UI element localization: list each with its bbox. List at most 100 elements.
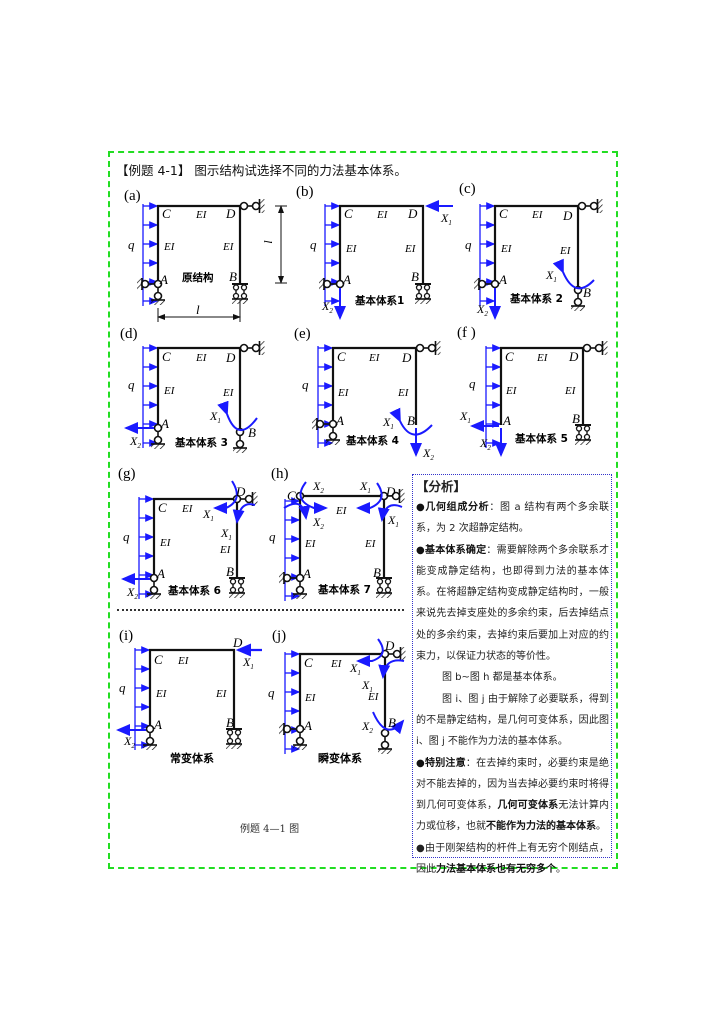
svg-text:X1: X1 xyxy=(349,661,361,677)
section-divider xyxy=(117,609,404,611)
svg-text:EI: EI xyxy=(219,544,232,556)
svg-text:D: D xyxy=(225,350,236,365)
analysis-box: 【分析】 ●几何组成分析：图 a 结构有两个多余联系，为 2 次超静定结构。 ●… xyxy=(412,474,612,875)
svg-text:(b): (b) xyxy=(296,184,314,200)
svg-text:C: C xyxy=(505,349,514,364)
svg-text:(c): (c) xyxy=(459,181,476,197)
svg-text:EI: EI xyxy=(564,385,577,397)
svg-text:EI: EI xyxy=(330,658,343,670)
example-frame-border xyxy=(108,151,618,869)
figure-d: (d) X2 X1 C EI D q EI EI A B 基本体系 3 xyxy=(120,326,266,454)
svg-text:D: D xyxy=(562,208,573,223)
svg-text:D: D xyxy=(235,484,246,499)
svg-text:A: A xyxy=(153,717,162,732)
svg-text:C: C xyxy=(344,206,353,221)
svg-text:D: D xyxy=(401,350,412,365)
svg-text:D: D xyxy=(385,484,396,499)
svg-text:(d): (d) xyxy=(120,326,138,342)
svg-text:q: q xyxy=(128,377,135,392)
svg-text:EI: EI xyxy=(195,209,208,221)
svg-text:B: B xyxy=(229,269,237,284)
svg-text:C: C xyxy=(162,206,171,221)
svg-text:EI: EI xyxy=(222,387,235,399)
svg-text:(j): (j) xyxy=(272,628,286,644)
svg-text:X1: X1 xyxy=(361,678,373,694)
svg-text:EI: EI xyxy=(397,387,410,399)
analysis-b-to-h: 图 b~图 h 都是基本体系。 xyxy=(442,672,563,684)
svg-text:EI: EI xyxy=(404,243,417,255)
svg-text:EI: EI xyxy=(536,352,549,364)
svg-text:X1: X1 xyxy=(209,409,221,425)
example-title: 【例题 4-1】 图示结构试选择不同的力法基本体系。 xyxy=(116,163,407,178)
svg-text:l: l xyxy=(196,302,200,317)
analysis-i-j: 图 i、图 j 由于解除了必要联系，得到的不是静定结构，是几何可变体系，因此图 … xyxy=(416,693,609,748)
svg-text:(i): (i) xyxy=(119,628,133,644)
svg-text:EI: EI xyxy=(376,209,389,221)
svg-text:EI: EI xyxy=(505,385,518,397)
svg-text:C: C xyxy=(162,349,171,364)
svg-text:q: q xyxy=(465,237,472,252)
svg-text:X2: X2 xyxy=(126,585,138,601)
svg-text:EI: EI xyxy=(531,209,544,221)
svg-text:A: A xyxy=(159,272,168,287)
svg-text:X1: X1 xyxy=(459,409,471,425)
svg-text:A: A xyxy=(303,718,312,733)
svg-text:q: q xyxy=(268,685,275,700)
svg-text:l: l xyxy=(261,240,275,244)
svg-text:q: q xyxy=(128,237,135,252)
svg-text:D: D xyxy=(407,206,418,221)
figure-caption: 例题 4—1 图 xyxy=(240,824,300,835)
svg-text:X2: X2 xyxy=(321,299,333,315)
svg-text:q: q xyxy=(269,529,276,544)
figure-e: (e) X1 X2 C EI D q EI EI A B 基本体系 4 xyxy=(294,326,442,462)
svg-text:C: C xyxy=(499,206,508,221)
figure-a: (a) C EI D q EI EI A B 原结构 l l xyxy=(124,188,287,322)
svg-text:基本体系 2: 基本体系 2 xyxy=(509,292,563,305)
svg-text:基本体系 3: 基本体系 3 xyxy=(174,436,228,449)
svg-text:B: B xyxy=(226,715,234,730)
svg-text:A: A xyxy=(502,413,511,428)
svg-text:EI: EI xyxy=(215,688,228,700)
svg-text:基本体系 4: 基本体系 4 xyxy=(345,434,399,447)
svg-text:C: C xyxy=(337,349,346,364)
svg-text:C: C xyxy=(287,488,296,503)
svg-text:B: B xyxy=(411,269,419,284)
analysis-note: ●特别注意：在去掉约束时，必要约束是绝对不能去掉的，因为当去掉必要约束时将得到几… xyxy=(416,757,610,833)
figure-j: (j) X1 X1 X2 C EI D q EI EI A B 瞬变体系 xyxy=(268,628,407,765)
svg-text:EI: EI xyxy=(163,385,176,397)
svg-text:X2: X2 xyxy=(361,719,373,735)
svg-text:基本体系1: 基本体系1 xyxy=(354,294,404,307)
svg-text:B: B xyxy=(572,411,580,426)
svg-text:X1: X1 xyxy=(382,415,394,431)
svg-text:EI: EI xyxy=(367,691,380,703)
svg-text:B: B xyxy=(373,565,381,580)
svg-text:EI: EI xyxy=(181,503,194,515)
svg-text:A: A xyxy=(160,416,169,431)
svg-text:基本体系 7: 基本体系 7 xyxy=(317,583,371,596)
svg-text:基本体系 5: 基本体系 5 xyxy=(514,432,568,445)
svg-text:X1: X1 xyxy=(387,513,399,529)
svg-text:EI: EI xyxy=(559,245,572,257)
analysis-geometry: ●几何组成分析：图 a 结构有两个多余联系，为 2 次超静定结构。 xyxy=(416,502,609,535)
svg-text:A: A xyxy=(302,566,311,581)
svg-text:基本体系 6: 基本体系 6 xyxy=(167,584,221,597)
svg-text:B: B xyxy=(583,285,591,300)
svg-text:D: D xyxy=(232,635,243,650)
svg-text:B: B xyxy=(226,564,234,579)
figure-a-name: 原结构 xyxy=(182,271,214,284)
figure-b: (b) X1 X2 C EI D q EI EI A B 基本体系1 xyxy=(296,184,453,320)
analysis-infinite: ●由于刚架结构的杆件上有无穷个刚结点，因此力法基本体系也有无穷多个。 xyxy=(416,842,609,876)
svg-text:X2: X2 xyxy=(479,436,491,452)
svg-text:(f ): (f ) xyxy=(457,325,476,341)
svg-text:(e): (e) xyxy=(294,326,311,342)
figure-a-tag: (a) xyxy=(124,188,141,204)
svg-text:EI: EI xyxy=(195,352,208,364)
svg-text:EI: EI xyxy=(345,243,358,255)
figure-h: (h) X2 X2 X1 X1 C EI D q EI EI A B 基本体系 … xyxy=(269,466,406,601)
svg-text:X1: X1 xyxy=(545,268,557,284)
svg-text:q: q xyxy=(469,376,476,391)
svg-text:X2: X2 xyxy=(422,446,434,462)
figure-c: (c) X1 X2 C EI D q EI EI A B 基本体系 2 xyxy=(459,181,604,320)
svg-text:B: B xyxy=(248,425,256,440)
